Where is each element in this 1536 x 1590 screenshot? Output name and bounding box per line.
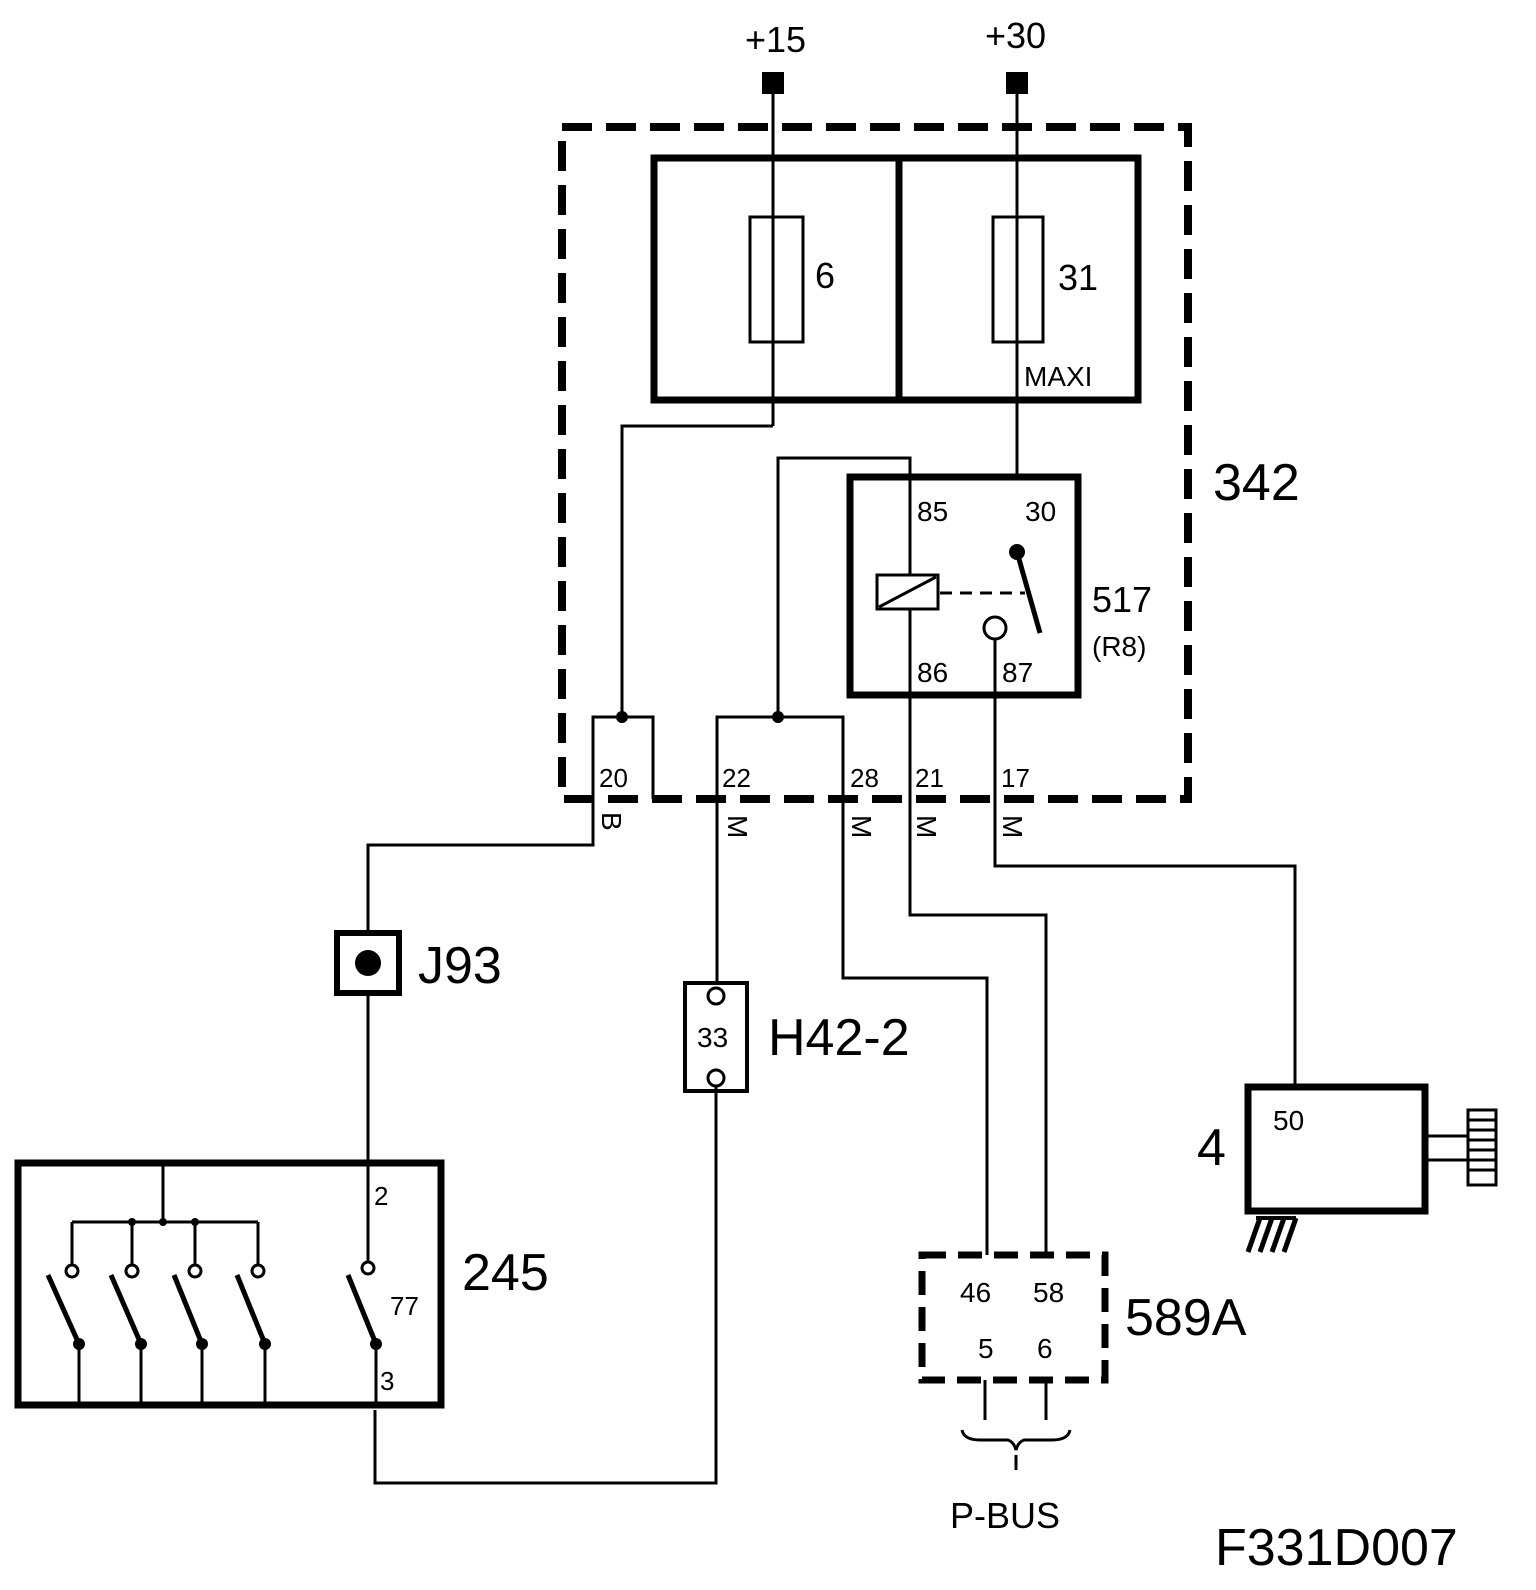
module-589a-label: 589A <box>1125 1289 1247 1347</box>
wire-pin21-589a-58 <box>908 799 1048 1255</box>
connector-h42-pin-top <box>706 986 726 1006</box>
terminal-30-square <box>1006 72 1028 94</box>
switch-pin-2-label: 2 <box>374 1181 388 1211</box>
connector-h42-pin-label: 33 <box>697 1022 728 1053</box>
wire-pin17-starter <box>993 799 1297 1085</box>
pin-28-label: 28 <box>850 763 879 793</box>
relay-pin-87-label: 87 <box>1002 657 1033 688</box>
pin-17-label: 17 <box>1001 763 1030 793</box>
starter-4-label: 4 <box>1197 1119 1226 1177</box>
module-pin-58-label: 58 <box>1033 1277 1064 1308</box>
wire-fuse6-pin20 <box>620 424 773 717</box>
switch-contact-main <box>345 1260 382 1405</box>
starter-pin-50-label: 50 <box>1273 1105 1304 1136</box>
module-pin-46-label: 46 <box>960 1277 991 1308</box>
module-589a-outline <box>918 1251 1109 1384</box>
figure-id: F331D007 <box>1215 1519 1458 1577</box>
switch-245-label: 245 <box>462 1244 549 1302</box>
pin-22-28-box <box>715 715 845 799</box>
pbus-label: P-BUS <box>950 1495 1060 1536</box>
junction-dot <box>159 1218 167 1226</box>
wire-pin22-relay85 <box>776 456 912 717</box>
relay-contact-87 <box>982 615 1008 641</box>
relay-517-label: 517 <box>1092 579 1152 620</box>
relay-pin-30-label: 30 <box>1025 496 1056 527</box>
switch-contact-4 <box>234 1222 271 1405</box>
wire-color-m: M <box>997 815 1028 838</box>
wire-color-m: M <box>846 815 877 838</box>
wire-color-b: B <box>596 812 627 831</box>
fusebox-342-label: 342 <box>1213 454 1300 512</box>
pin-20-box <box>591 715 655 799</box>
connector-j93-dot <box>355 950 381 976</box>
relay-pin-85-label: 85 <box>917 496 948 527</box>
connector-h42-pin-bottom <box>706 1068 726 1088</box>
terminal-30-label: +30 <box>985 15 1046 56</box>
fuse-maxi-label: MAXI <box>1024 361 1092 392</box>
relay-ref-label: (R8) <box>1092 631 1146 662</box>
wire-pin20-j93 <box>366 799 595 935</box>
relay-contact-arm <box>1014 551 1043 634</box>
switch-pin-3-label: 3 <box>380 1366 394 1396</box>
connector-j93-label: J93 <box>418 937 502 995</box>
switch-pin-77-label: 77 <box>390 1291 419 1321</box>
relay-517-box <box>846 473 1082 699</box>
wire-h42-245 <box>373 1086 718 1485</box>
ground-symbol <box>1245 1216 1299 1253</box>
wire-pin28-589a-46 <box>841 799 989 1255</box>
fuse-6 <box>748 215 805 344</box>
connector-h42-label: H42-2 <box>768 1009 910 1067</box>
switch-contact-3 <box>171 1222 208 1405</box>
relay-coil-slash <box>878 575 937 609</box>
fuse-6-label: 6 <box>815 255 835 296</box>
switch-contact-2 <box>108 1222 147 1405</box>
wire-color-m: M <box>722 815 753 838</box>
starter-4-box <box>1244 1083 1429 1215</box>
terminal-15-square <box>762 72 784 94</box>
fuse-31-label: 31 <box>1058 257 1098 298</box>
terminal-15-label: +15 <box>745 19 806 60</box>
wire-color-m: M <box>911 815 942 838</box>
module-pin-6-label: 6 <box>1037 1333 1053 1364</box>
pin-22-label: 22 <box>722 763 751 793</box>
module-pin-5-label: 5 <box>978 1333 994 1364</box>
pbus-brace <box>960 1429 1072 1451</box>
pin-21-label: 21 <box>915 763 944 793</box>
relay-pin-86-label: 86 <box>917 657 948 688</box>
switch-245-box <box>14 1159 445 1409</box>
switch-contact-1 <box>45 1222 85 1405</box>
fusebox-342-outline <box>558 123 1192 803</box>
starter-pinion-gear <box>1466 1108 1498 1187</box>
relay-coil <box>875 573 940 611</box>
pin-20-label: 20 <box>599 763 628 793</box>
